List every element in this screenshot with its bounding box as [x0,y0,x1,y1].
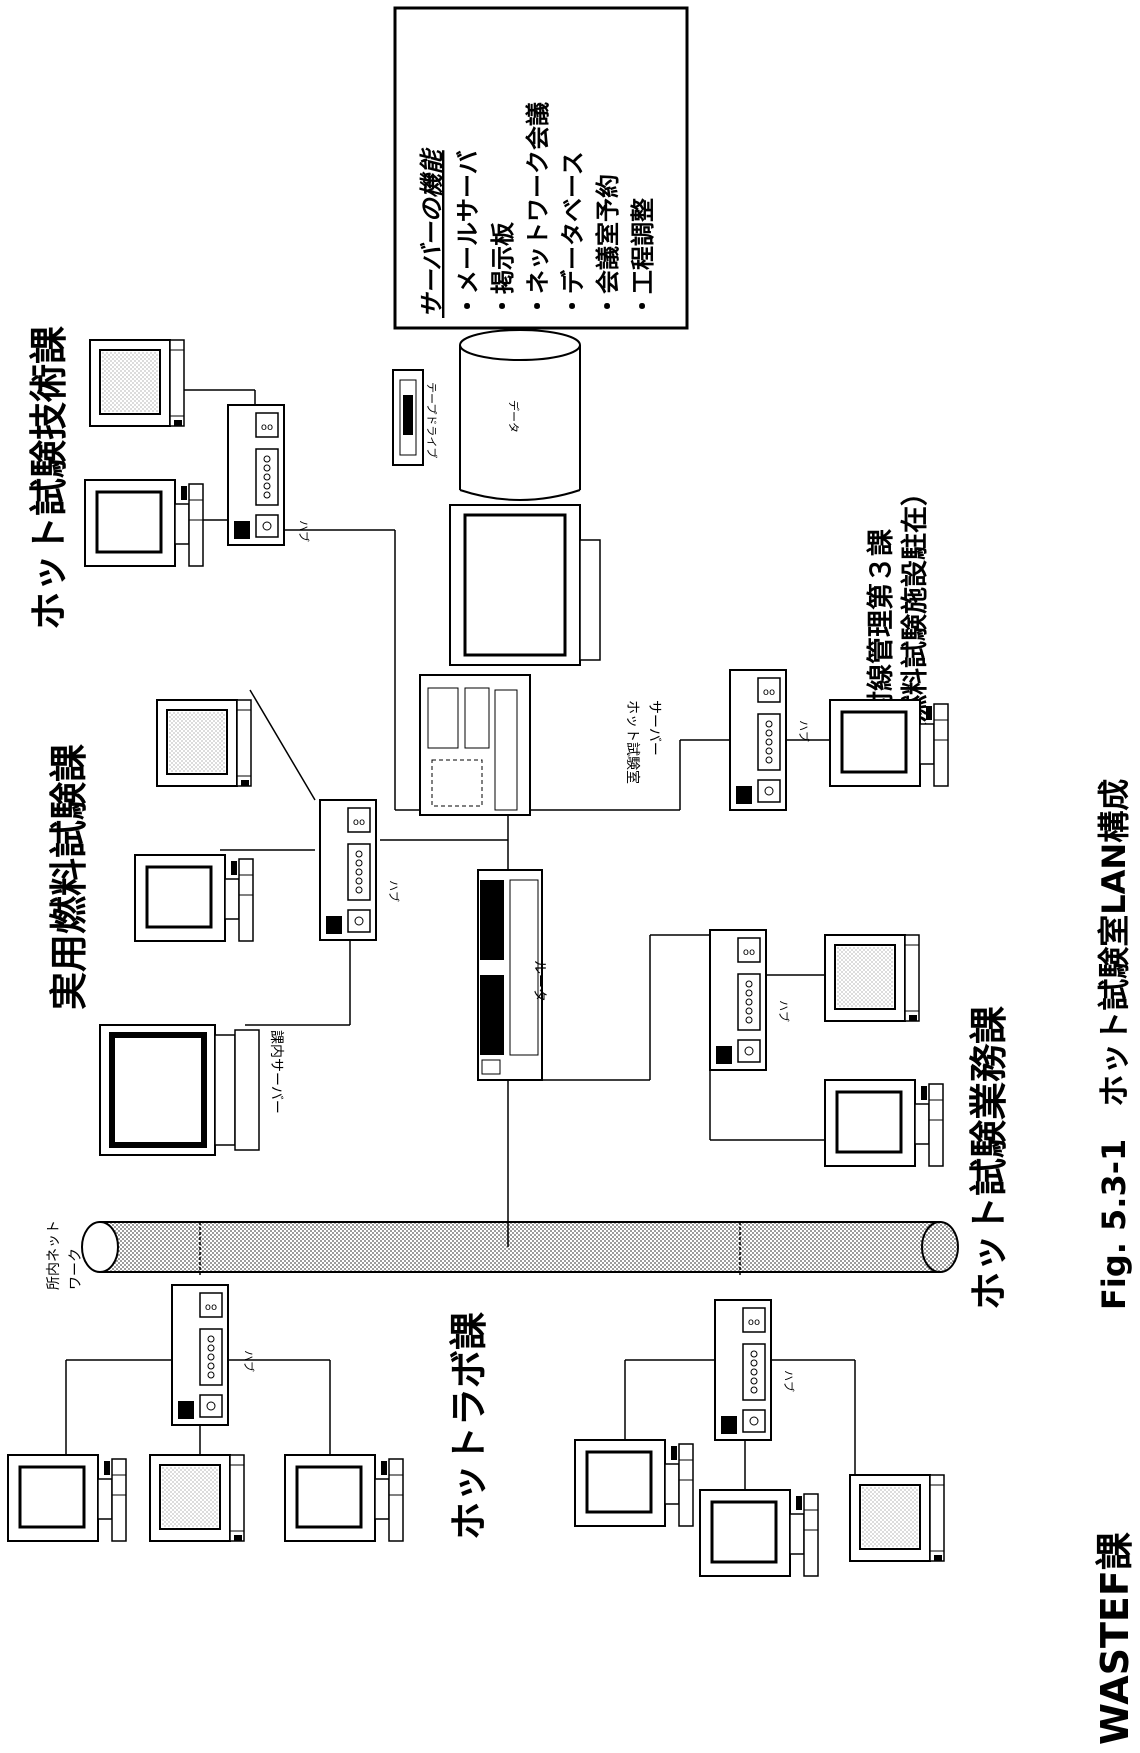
site-network-label: 所内ネット ワーク [46,1220,84,1290]
hub-hot-lab [172,1285,228,1425]
server-function-item: ・ネットワーク会議 [524,102,552,318]
label-hot-lab: ホットラボ課 [447,1312,491,1540]
data-label: データ [507,400,521,433]
server-name-label: ホット試験室 サーバー [624,700,662,784]
server-functions-box: サーバーの機能 ・メールサーバ ・掲示板 ・ネットワーク会議 ・データベース ・… [395,8,687,328]
workstation-pc [135,855,253,941]
workstation-laptop [150,1455,244,1541]
svg-text:ハブ: ハブ [797,720,811,742]
svg-text:実用燃料試験課: 実用燃料試験課 [47,744,91,1010]
figure-caption: Fig. 5.3-1 ホット試験室LAN構成 [1095,779,1133,1310]
label-practical-fuel: 実用燃料試験課 [47,744,91,1010]
svg-text:ホット試験技術課: ホット試験技術課 [27,326,71,630]
server-function-item: ・掲示板 [489,221,517,318]
workstation-pc [830,700,948,786]
workstation-pc [700,1490,818,1576]
workstation-pc [85,480,203,566]
hub-label: ハブ [797,720,811,742]
svg-text:ホット試験室: ホット試験室 [624,700,641,784]
svg-text:サーバー: サーバー [646,700,662,756]
label-wastef: WASTEF課 [1093,1532,1137,1745]
hub-radiation-mgmt [730,670,786,810]
workstation-laptop [825,935,919,1021]
server-function-item: ・メールサーバ [454,150,482,318]
hot-test-server [420,505,600,815]
section-server [100,1025,259,1155]
label-hot-test-affairs: ホット試験業務課 [967,1006,1011,1310]
svg-text:ハブ: ハブ [782,1370,796,1392]
svg-text:所内ネット: 所内ネット [46,1220,62,1290]
server-function-item: ・データベース [559,151,587,318]
svg-text:ハブ: ハブ [242,1350,256,1372]
svg-text:ルータ: ルータ [531,960,547,1002]
svg-text:テープドライブ: テープドライブ [425,382,439,458]
server-function-item: ・工程調整 [629,198,657,318]
hub-label: ハブ [242,1350,256,1372]
svg-text:ワーク: ワーク [68,1248,84,1290]
svg-text:データ: データ [507,400,521,433]
svg-text:WASTEF課: WASTEF課 [1093,1532,1137,1745]
svg-text:ハブ: ハブ [387,880,401,902]
site-network-tube [82,1222,958,1272]
svg-text:ホットラボ課: ホットラボ課 [447,1312,491,1540]
label-hot-test-tech: ホット試験技術課 [27,326,71,630]
svg-text:ホット試験業務課: ホット試験業務課 [967,1006,1011,1310]
hub-label: ハブ [387,880,401,902]
svg-text:Fig. 5.3-1 ホット試験室LAN構成: Fig. 5.3-1 ホット試験室LAN構成 [1095,779,1133,1310]
hub-hot-test-tech [228,405,284,545]
tape-drive [393,370,423,465]
section-server-label: 課内サーバー [268,1030,284,1114]
workstation-pc [825,1080,943,1166]
workstation-pc [575,1440,693,1526]
workstation-laptop [157,700,251,786]
svg-text:ハブ: ハブ [297,520,311,542]
hub-label: ハブ [777,1000,791,1022]
server-functions-title: サーバーの機能 [418,147,446,318]
svg-text:ハブ: ハブ [777,1000,791,1022]
workstation-pc [8,1455,126,1541]
hub-label: ハブ [297,520,311,542]
hub-practical-fuel [320,800,376,940]
hub-wastef [715,1300,771,1440]
tape-drive-label: テープドライブ [425,382,439,458]
hub-label: ハブ [782,1370,796,1392]
workstation-laptop [90,340,184,426]
server-function-item: ・会議室予約 [594,174,622,318]
workstation-pc [285,1455,403,1541]
router-label: ルータ [531,960,547,1002]
svg-text:課内サーバー: 課内サーバー [268,1030,284,1114]
workstation-laptop [850,1475,944,1561]
hub-hot-test-affairs [710,930,766,1070]
